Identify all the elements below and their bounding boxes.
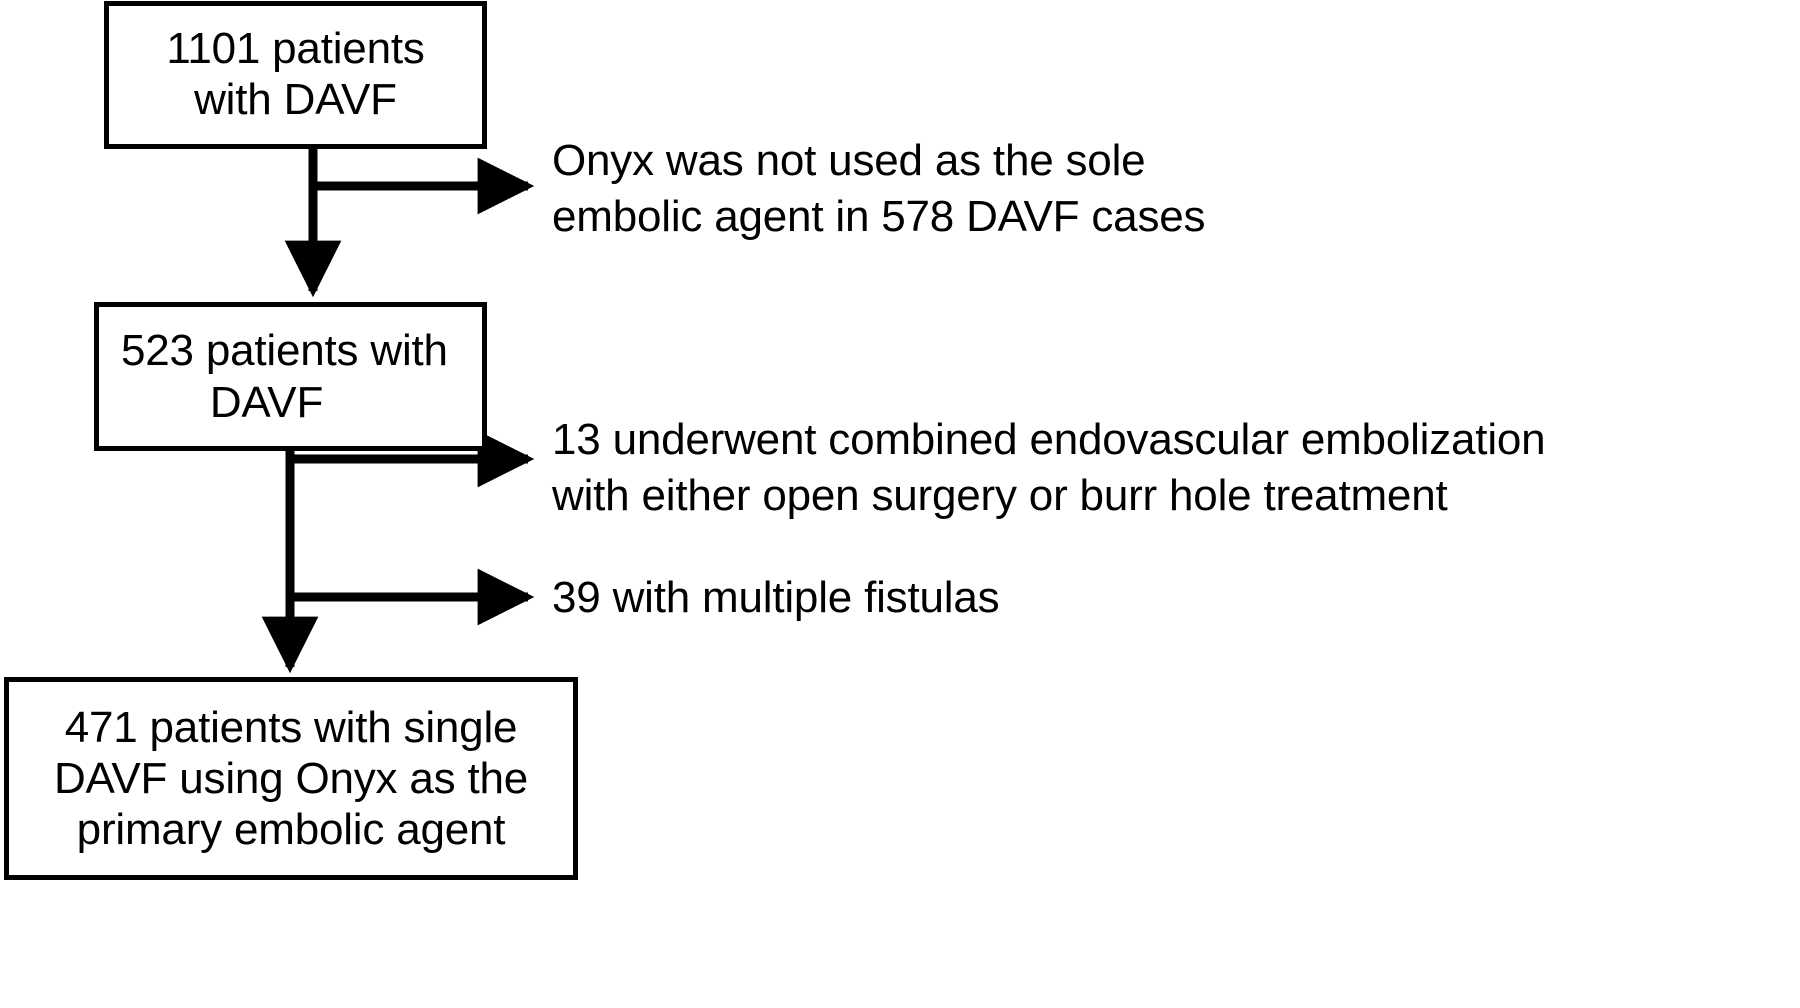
flow-node-1101-line-2: with DAVF xyxy=(194,75,397,124)
exclusion-578-line-1: Onyx was not used as the sole xyxy=(552,136,1146,185)
exclusion-578-line-2: embolic agent in 578 DAVF cases xyxy=(552,192,1206,242)
flow-node-523-patients: 523 patients with DAVF xyxy=(94,302,487,451)
exclusion-13-line-1: 13 underwent combined endovascular embol… xyxy=(552,415,1546,464)
exclusion-39-line-1: 39 with multiple fistulas xyxy=(552,573,1000,622)
flow-node-523-line-1: 523 patients with xyxy=(121,326,448,376)
exclusion-label-13: 13 underwent combined endovascular embol… xyxy=(552,412,1546,525)
flow-node-523-line-2: DAVF xyxy=(209,377,324,427)
exclusion-label-578: Onyx was not used as the sole embolic ag… xyxy=(552,133,1206,246)
flow-node-471-patients: 471 patients with single DAVF using Onyx… xyxy=(4,677,578,880)
flow-node-1101-patients: 1101 patients with DAVF xyxy=(104,1,487,149)
flow-node-1101-line-1: 1101 patients xyxy=(166,23,425,73)
flow-node-471-line-1: 471 patients with single xyxy=(64,702,518,752)
flow-node-471-line-3: primary embolic agent xyxy=(76,805,506,855)
exclusion-label-39: 39 with multiple fistulas xyxy=(552,570,1000,626)
exclusion-13-line-2: with either open surgery or burr hole tr… xyxy=(552,471,1448,521)
flow-node-471-line-2: DAVF using Onyx as the xyxy=(53,753,529,803)
